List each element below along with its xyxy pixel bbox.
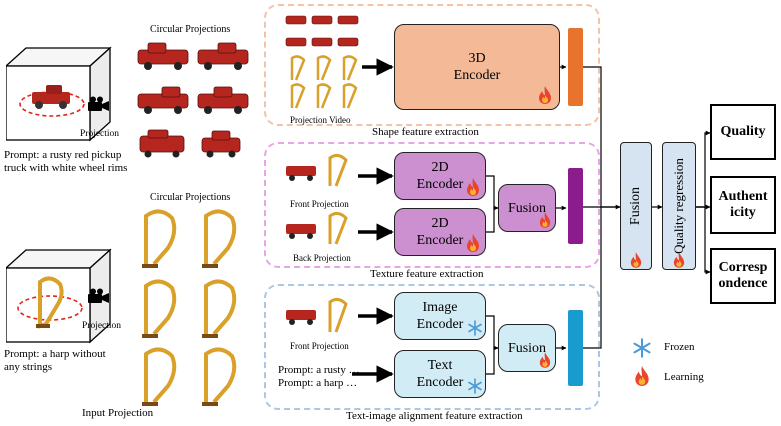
conn-to-quality (696, 130, 711, 208)
input-projection-caption: Input Projection (82, 407, 154, 419)
3d-encoder: 3D Encoder (394, 24, 560, 110)
legend-frozen-label: Frozen (664, 341, 695, 353)
top-prompt: Prompt: a rusty red pickup truck with wh… (4, 149, 128, 174)
alignment-input-thumbnails (286, 297, 348, 333)
2d-encoder-front: 2D Encoder (394, 152, 486, 200)
alignment-panel-title: Text-image alignment feature extraction (346, 410, 523, 422)
texture-front-label: Front Projection (290, 199, 349, 209)
texture-fusion: Fusion (498, 184, 556, 232)
quality-regression-label: Quality regression (671, 158, 687, 254)
conn-align-to-head (583, 207, 602, 349)
snowflake-icon (468, 378, 482, 394)
texture-feature-panel (264, 142, 600, 268)
texture-panel-title: Texture feature extraction (370, 268, 484, 280)
bottom-prompt: Prompt: a harp without any strings (4, 348, 106, 373)
alignment-feature-panel (264, 284, 600, 410)
quality-regression: Quality regression (662, 142, 696, 270)
flame-icon (630, 252, 642, 268)
flame-icon (539, 352, 551, 368)
projection-video-frames (285, 15, 359, 109)
top-projection-label: Projection (80, 129, 120, 139)
alignment-feature-bar (568, 310, 583, 386)
conn-text-fusion (486, 347, 498, 375)
truck-model (32, 85, 70, 109)
shape-feature-panel (264, 4, 600, 126)
top-circular-projections-title: Circular Projections (150, 24, 231, 35)
flame-icon (635, 366, 649, 386)
projection-video-label: Projection Video (290, 115, 351, 125)
image-encoder: Image Encoder (394, 292, 486, 340)
texture-input-thumbnails (286, 153, 348, 245)
head-fusion: Fusion (620, 142, 652, 270)
flame-icon (467, 178, 479, 196)
texture-back-label: Back Projection (293, 253, 351, 263)
prompt-line-2: Prompt: a harp … (278, 377, 358, 389)
truck-projection-grid (137, 42, 249, 158)
legend-learning-label: Learning (664, 371, 704, 383)
head-fusion-label: Fusion (628, 186, 643, 226)
flame-icon (539, 212, 551, 228)
video-camera-icon (88, 96, 109, 111)
bottom-projection-label: Projection (82, 321, 122, 331)
shape-panel-title: Shape feature extraction (372, 126, 479, 138)
snowflake-icon (633, 338, 651, 358)
flame-icon (539, 86, 551, 104)
shape-feature-bar (568, 28, 583, 106)
conn-to-correspondence (696, 206, 711, 275)
texture-feature-bar (568, 168, 583, 244)
video-camera-icon (88, 288, 109, 303)
flame-icon (673, 252, 685, 268)
alignment-front-label: Front Projection (290, 341, 349, 351)
flame-icon (467, 234, 479, 252)
output-authenticity: Authent icity (710, 176, 776, 234)
output-correspondence: Corresp ondence (710, 248, 776, 304)
text-encoder: Text Encoder (394, 350, 486, 398)
harp-model (36, 276, 64, 329)
snowflake-icon (468, 320, 482, 336)
output-quality: Quality (710, 104, 776, 160)
harp-projection-grid (142, 209, 237, 406)
conn-2d-b-fusion (486, 207, 498, 233)
prompt-line-1: Prompt: a rusty … (278, 364, 360, 376)
bottom-circular-projections-title: Circular Projections (150, 192, 231, 203)
truck-cube (6, 46, 112, 142)
